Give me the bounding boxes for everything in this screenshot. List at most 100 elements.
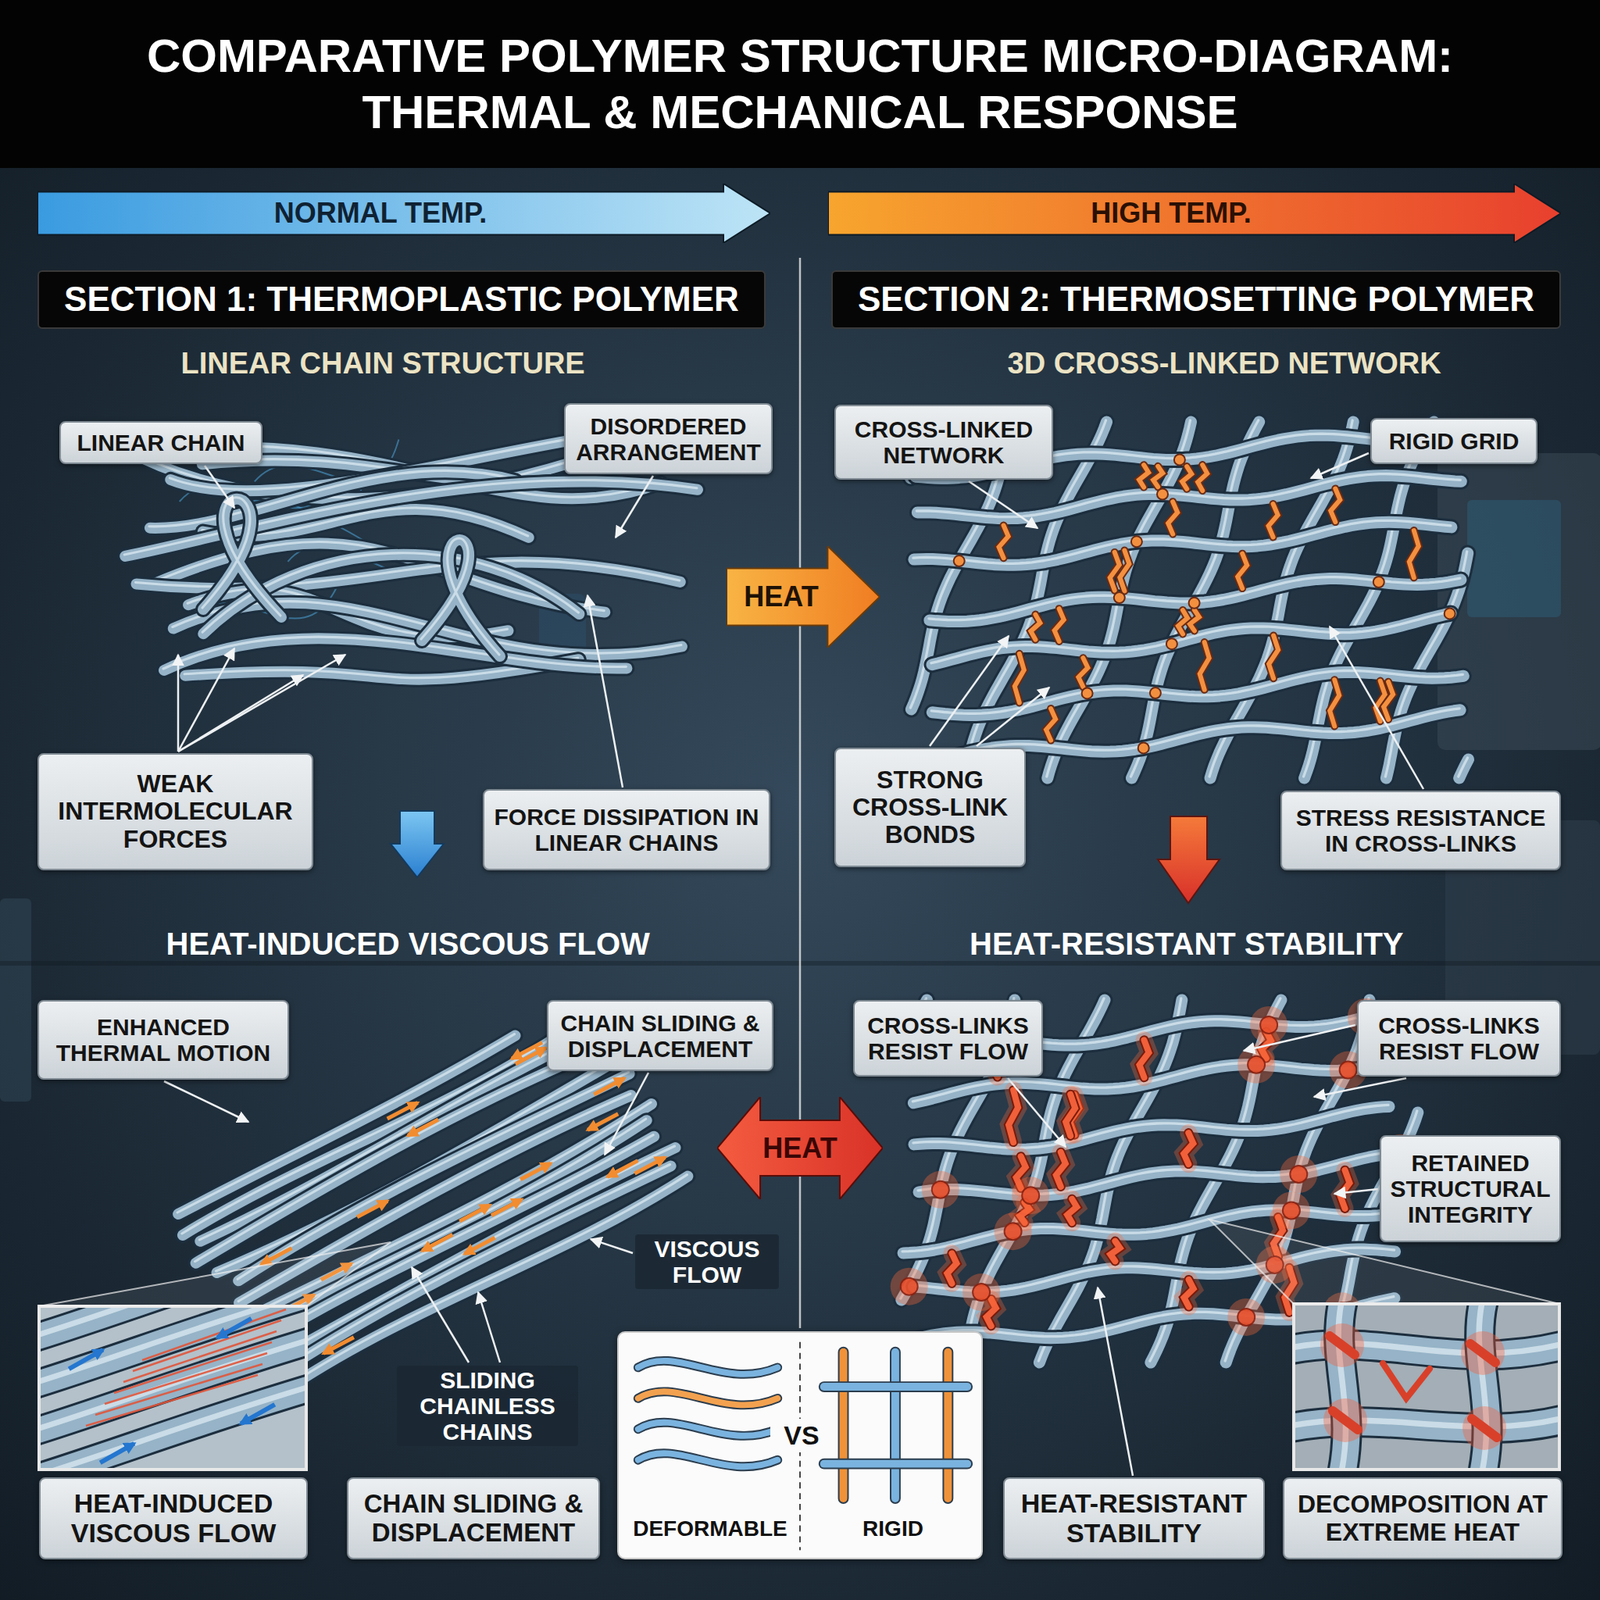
- crosslink-bond: [1153, 466, 1163, 488]
- crosslink-bond: [1470, 1343, 1496, 1363]
- wave-line: [638, 1422, 778, 1436]
- crosslink-glow: [1272, 1191, 1311, 1229]
- crosslink-glow: [1011, 1176, 1050, 1215]
- crosslink-outline: [1056, 1152, 1066, 1187]
- chain-highlight: [39, 1306, 307, 1343]
- crosslink-bond: [1200, 642, 1210, 690]
- arrow-body: [828, 183, 1561, 243]
- crosslink-node: [953, 555, 965, 567]
- crosslink-bond: [1067, 1199, 1077, 1224]
- inset-frame: [1293, 1303, 1560, 1470]
- motion-arrow: [520, 1163, 551, 1180]
- crosslink-glow: [1250, 1006, 1288, 1044]
- grid-outline: [824, 1458, 968, 1470]
- chain-outline: [914, 521, 1452, 565]
- box-text: HEAT: [743, 581, 818, 613]
- summary-box: HEAT-INDUCED VISCOUS FLOW: [39, 1477, 308, 1560]
- leader-line: [478, 1292, 500, 1363]
- arrow-body: [726, 546, 880, 648]
- annotation-label: SLIDING CHAINLESS CHAINS: [396, 1365, 579, 1447]
- network-inset: [1293, 1303, 1560, 1470]
- crosslink-outline: [1167, 501, 1178, 534]
- box-text: HEAT-INDUCED VISCOUS FLOW: [48, 1489, 299, 1548]
- motion-arrow: [100, 1443, 135, 1464]
- chain-body: [421, 539, 500, 657]
- callout-box: CROSS-LINKED NETWORK: [834, 404, 1054, 480]
- section-header: SECTION 1: THERMOPLASTIC POLYMER: [37, 270, 766, 329]
- box-text: DECOMPOSITION AT EXTREME HEAT: [1292, 1490, 1554, 1546]
- box-text: WEAK INTERMOLECULAR FORCES: [46, 770, 304, 854]
- chain-outline: [914, 1106, 1390, 1150]
- crosslink-outline: [946, 1253, 957, 1284]
- crosslink-outline: [1046, 708, 1056, 741]
- crosslink-bond: [1046, 708, 1056, 741]
- crosslink-glow: [1065, 1094, 1075, 1136]
- crosslink-bond: [1167, 501, 1178, 534]
- crosslink-node: [1174, 454, 1186, 466]
- inset-frame: [39, 1306, 307, 1470]
- down-arrow: [390, 810, 444, 878]
- crosslink-bond: [1183, 1132, 1193, 1165]
- chain-outline: [917, 475, 1461, 519]
- summary-box: DECOMPOSITION AT EXTREME HEAT: [1282, 1477, 1563, 1560]
- crosslink-node: [1082, 687, 1093, 699]
- leader-line: [1243, 1025, 1356, 1051]
- crosslink-outline: [1268, 635, 1279, 679]
- crosslink-bond: [1383, 682, 1393, 720]
- chain-highlight: [421, 538, 500, 655]
- crosslink-node: [1166, 638, 1178, 650]
- crosslink-node: [1260, 1016, 1278, 1034]
- crosslink-bond: [1268, 503, 1279, 537]
- crosslink-outline: [1119, 550, 1129, 592]
- crosslink-bond: [1139, 464, 1149, 487]
- callout-box: CROSS-LINKS RESIST FLOW: [853, 1000, 1043, 1077]
- crosslink-glow: [921, 1171, 960, 1209]
- crosslink-node: [1157, 489, 1168, 500]
- crosslink-bond: [946, 1253, 957, 1284]
- crosslink-node: [1004, 1222, 1022, 1240]
- crosslink-outline: [1054, 608, 1065, 642]
- chain-highlight: [913, 1104, 1389, 1148]
- motion-arrow: [217, 1318, 252, 1339]
- annotation-label: VISCOUS FLOW: [635, 1234, 779, 1290]
- crosslink-glow: [1008, 1089, 1018, 1143]
- zoom-wedge: [39, 1242, 391, 1307]
- crosslink-outline: [1383, 682, 1393, 720]
- summary-box: CHAIN SLIDING & DISPLACEMENT: [346, 1477, 600, 1560]
- wave-line: [638, 1391, 778, 1405]
- wave-outline: [638, 1391, 778, 1405]
- crosslink-glow: [1056, 1152, 1066, 1187]
- motion-arrow: [459, 1205, 490, 1222]
- section-subheading: HEAT-RESISTANT STABILITY: [969, 926, 1404, 961]
- crosslink-glow: [1460, 1331, 1505, 1375]
- crosslink-outline: [1268, 503, 1279, 537]
- crosslink-bond: [1054, 608, 1065, 642]
- chain-body: [164, 638, 627, 671]
- crosslink-bond: [1178, 610, 1188, 635]
- grid-outline: [889, 1352, 901, 1499]
- box-text: CHAIN SLIDING & DISPLACEMENT: [356, 1489, 591, 1547]
- wave-outline: [638, 1422, 778, 1436]
- crosslink-outline: [1330, 489, 1340, 523]
- crosslink-glow: [1227, 1298, 1265, 1336]
- box-text: HEAT-RESISTANT STABILITY: [1012, 1489, 1256, 1548]
- leader-line: [178, 654, 346, 752]
- crosslink-outline: [1182, 466, 1192, 490]
- lab-screen: [1467, 500, 1561, 618]
- leader-line: [1007, 1078, 1066, 1147]
- crosslink-outline: [1178, 610, 1188, 635]
- leader-line: [968, 481, 1038, 529]
- leader-line: [411, 1267, 469, 1363]
- crosslink-outline: [1189, 610, 1200, 632]
- crosslink-bond: [1110, 552, 1120, 591]
- crosslink-bond: [1065, 1094, 1075, 1136]
- wave-outline: [638, 1453, 778, 1467]
- crosslink-outline: [1067, 1199, 1077, 1224]
- leader-line: [1310, 453, 1369, 479]
- crosslink-bond: [1197, 464, 1208, 491]
- crosslink-bond: [1014, 653, 1025, 704]
- motion-arrow: [491, 1199, 522, 1216]
- leader-line: [615, 475, 654, 538]
- crosslink-glow: [890, 1267, 929, 1306]
